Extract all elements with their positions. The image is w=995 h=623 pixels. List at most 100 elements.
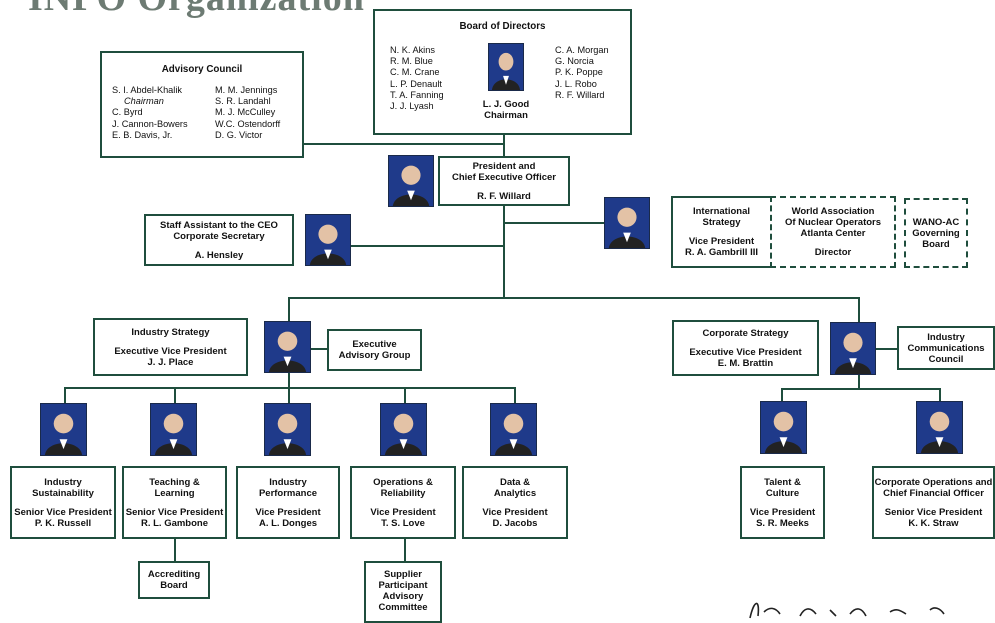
advisory-member: S. R. Landahl: [215, 96, 271, 107]
corporate-strategy-title: Corporate Strategy: [702, 327, 789, 339]
board-chair-title: Chairman: [484, 110, 528, 121]
connector-line: [404, 387, 406, 404]
board-member: R. M. Blue: [390, 56, 433, 67]
intl-strategy-line1: International: [692, 206, 750, 217]
unit-title: Vice President: [749, 506, 816, 518]
intl-strategy-line2: Strategy: [702, 217, 741, 228]
board-member: C. A. Morgan: [555, 45, 609, 55]
corporate-strategy-name: E. M. Brattin: [717, 357, 774, 369]
connector-line: [350, 245, 504, 247]
talent-culture-box: Talent & Culture Vice President S. R. Me…: [740, 466, 825, 539]
unit-name: D. Jacobs: [492, 517, 538, 529]
board-members-left: N. K. Akins R. M. Blue C. M. Crane L. P.…: [390, 45, 444, 112]
advisory-member: E. B. Davis, Jr.: [112, 129, 173, 140]
corporate-strategy-box: Corporate Strategy Executive Vice Presid…: [672, 320, 819, 376]
connector-line: [781, 388, 941, 390]
unit-line2: Analytics: [493, 487, 537, 499]
exec-advisory-line2: Advisory Group: [338, 350, 411, 361]
unit-line2: Performance: [258, 487, 318, 499]
unit-line1: Teaching &: [149, 476, 200, 488]
unit-title: Vice President: [482, 506, 548, 518]
connector-line: [504, 222, 604, 224]
advisory-member: D. G. Victor: [215, 129, 263, 140]
advisory-council-box: Advisory Council S. I. Abdel-Khalik Chai…: [100, 51, 304, 158]
advisory-member: M. J. McCulley: [215, 107, 276, 118]
board-member: J. J. Lyash: [390, 101, 434, 112]
corporate-strategy-photo: [830, 322, 876, 375]
connector-line: [876, 348, 898, 350]
advisory-members-right: M. M. Jennings S. R. Landahl M. J. McCul…: [215, 85, 280, 141]
ind-comm-line3: Council: [928, 353, 964, 365]
accrediting-board-box: Accrediting Board: [138, 561, 210, 599]
advisory-members-left: S. I. Abdel-Khalik Chairman C. Byrd J. C…: [112, 85, 188, 141]
connector-line: [288, 387, 290, 404]
supplier-line3: Advisory: [382, 591, 424, 602]
corporate-strategy-role: Executive Vice President: [689, 346, 802, 358]
wano-title: Director: [814, 247, 852, 258]
unit-title: Vice President: [370, 506, 436, 518]
connector-line: [404, 539, 406, 561]
connector-line: [858, 375, 860, 389]
corporate-operations-photo: [916, 401, 963, 454]
connector-line: [503, 206, 505, 299]
connector-line: [64, 387, 66, 404]
industry-strategy-name: J. J. Place: [147, 356, 194, 368]
unit-title: Vice President: [255, 506, 321, 518]
connector-line: [288, 297, 290, 322]
unit-line1: Data &: [499, 476, 531, 488]
wano-line2: Of Nuclear Operators: [784, 217, 882, 228]
accrediting-line2: Board: [160, 580, 188, 591]
advisory-member: M. M. Jennings: [215, 85, 278, 95]
ceo-title-line2: Chief Executive Officer: [451, 171, 556, 183]
accrediting-line1: Accrediting: [147, 569, 201, 580]
data-analytics-photo: [490, 403, 537, 456]
exec-advisory-line1: Executive: [352, 339, 397, 350]
supplier-line1: Supplier: [383, 569, 422, 580]
advisory-chairman-label: Chairman: [124, 96, 164, 107]
board-member: P. K. Poppe: [555, 67, 603, 78]
signature-graphic: [749, 602, 945, 619]
unit-name: S. R. Meeks: [756, 517, 809, 529]
board-chair-photo: [488, 43, 524, 91]
board-chair-name: L. J. Good: [482, 99, 530, 110]
board-title: Board of Directors: [459, 21, 546, 32]
ceo-name: R. F. Willard: [477, 190, 531, 202]
unit-line1: Industry: [44, 476, 82, 488]
wano-line1: World Association: [791, 206, 875, 217]
unit-line2: Chief Financial Officer: [883, 487, 984, 499]
unit-line1: Operations &: [373, 476, 433, 488]
wano-board-line3: Board: [922, 238, 950, 250]
connector-line: [514, 387, 516, 404]
staff-assistant-name: A. Hensley: [194, 249, 244, 261]
intl-strategy-name: R. A. Gambrill III: [684, 247, 759, 258]
corporate-operations-box: Corporate Operations and Chief Financial…: [872, 466, 995, 539]
advisory-member: C. Byrd: [112, 107, 143, 118]
operations-reliability-photo: [380, 403, 427, 456]
intl-strategy-title: Vice President: [688, 236, 755, 247]
advisory-council-title: Advisory Council: [161, 64, 243, 75]
unit-line1: Talent &: [764, 476, 801, 488]
connector-line: [304, 143, 504, 145]
unit-title: Senior Vice President: [125, 506, 224, 518]
board-member: R. F. Willard: [555, 89, 605, 100]
industry-strategy-title: Industry Strategy: [131, 326, 210, 338]
supplier-line4: Committee: [378, 602, 428, 613]
talent-culture-photo: [760, 401, 807, 454]
unit-name: P. K. Russell: [34, 517, 92, 529]
unit-line2: Reliability: [380, 487, 426, 499]
industry-performance-photo: [264, 403, 311, 456]
wano-governing-board-box: WANO-AC Governing Board: [904, 198, 968, 268]
board-member: J. L. Robo: [555, 78, 597, 89]
supplier-line2: Participant: [378, 580, 428, 591]
staff-assistant-box: Staff Assistant to the CEO Corporate Sec…: [144, 214, 294, 266]
wano-line3: Atlanta Center: [800, 228, 866, 239]
board-member: G. Norcia: [555, 56, 594, 67]
unit-title: Senior Vice President: [14, 506, 112, 518]
unit-name: T. S. Love: [381, 517, 425, 529]
industry-sustainability-photo: [40, 403, 87, 456]
board-member: L. P. Denault: [390, 78, 442, 89]
industry-strategy-box: Industry Strategy Executive Vice Preside…: [93, 318, 248, 376]
wano-board-line1: WANO-AC: [912, 216, 960, 228]
advisory-member: J. Cannon-Bowers: [112, 118, 188, 129]
executive-advisory-group-box: Executive Advisory Group: [327, 329, 422, 371]
